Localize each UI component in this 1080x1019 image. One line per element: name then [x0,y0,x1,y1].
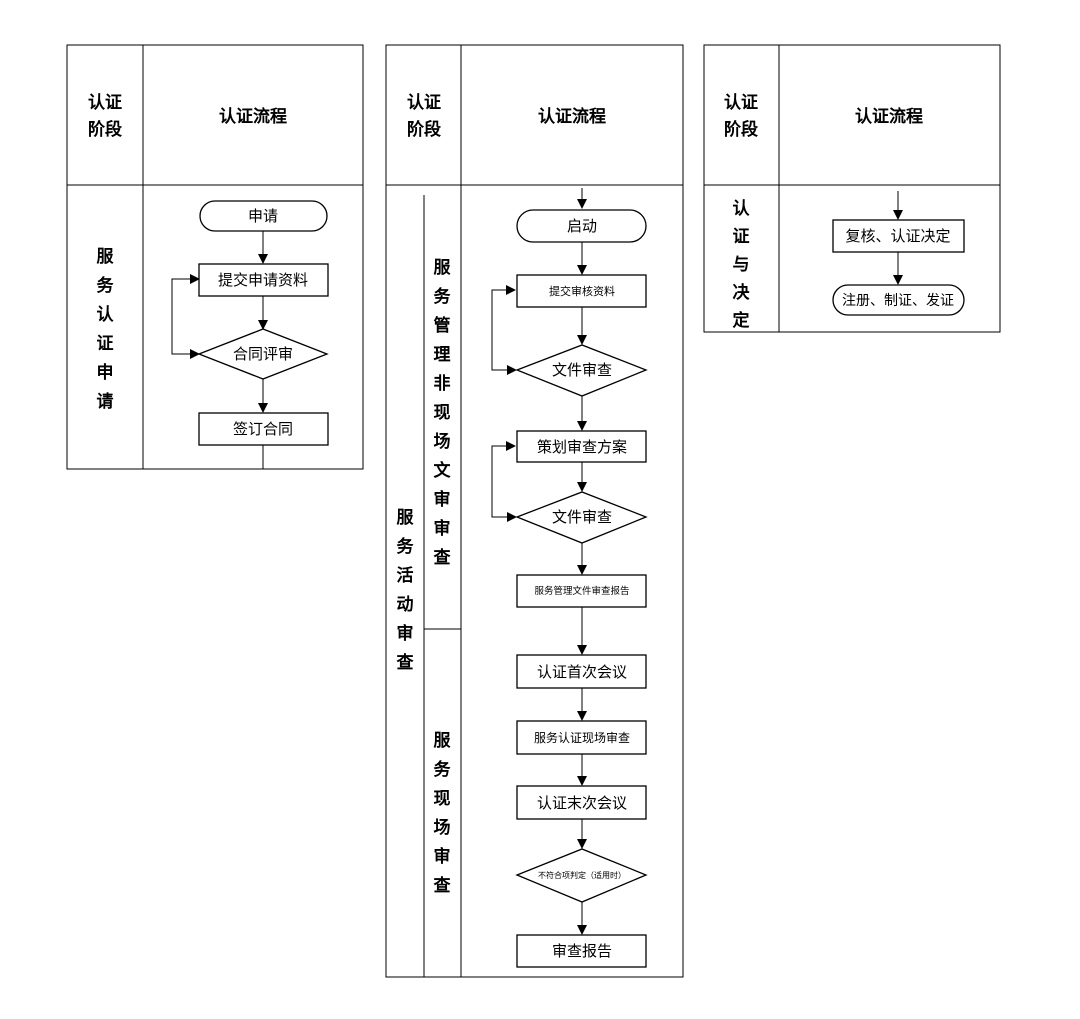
stage-char: 管 [434,315,451,336]
node-register-issue-label: 注册、制证、发证 [842,293,954,309]
node-first-meeting [516,654,647,689]
stage-char: 现 [434,789,451,809]
node-register-issue [832,284,965,316]
stage-char: 非 [434,373,451,394]
panel2-stage-sub2-label: 服 务 现 场 审 查 [433,731,452,896]
stage-char: 服 [97,247,115,267]
panel3-header-flow: 认证流程 [855,106,923,127]
node-doc-review-report-label: 服务管理文件审查报告 [534,585,629,597]
stage-char: 活 [397,565,414,586]
stage-char: 查 [433,547,452,568]
stage-char: 场 [434,818,451,838]
node-start-label: 启动 [567,217,597,235]
node-nonconformity-judgement-label: 不符合项判定（适用时） [538,870,626,880]
stage-char: 审 [397,623,414,644]
node-start [516,209,647,243]
stage-char: 认 [733,198,751,219]
stage-char: 服 [434,258,452,278]
node-audit-report [516,934,647,968]
stage-char: 请 [97,392,114,412]
panel2-frame [385,44,684,978]
panel-activity-review: 认证 阶段 认证流程 服 务 活 动 审 查 服 务 管 理 非 现 场 文 审… [385,44,684,978]
panel3-stage-label: 认 证 与 决 定 [733,198,751,331]
stage-char: 场 [434,432,451,452]
node-audit-report-label: 审查报告 [552,942,612,960]
stage-char: 文 [434,460,452,481]
panel1-header-stage-line2: 阶段 [88,119,122,140]
node-doc-review-2 [515,491,648,544]
stage-char: 审 [434,489,451,510]
node-recheck-decision-label: 复核、认证决定 [845,227,950,245]
node-onsite-audit-label: 服务认证现场审查 [534,730,630,745]
panel3-header-stage-line2: 阶段 [724,119,758,140]
node-plan-audit-label: 策划审查方案 [537,438,627,456]
node-apply-label: 申请 [248,207,278,225]
stage-char: 决 [733,282,751,303]
node-nonconformity-judgement [515,848,648,903]
panel1-stage-label: 服 务 认 证 申 请 [97,247,115,412]
node-last-meeting-label: 认证末次会议 [537,794,627,812]
stage-char: 务 [434,286,452,307]
stage-char: 动 [397,595,414,615]
panel3-header-stage-line1: 认证 [724,92,758,113]
panel-application: 认证 阶段 认证流程 服 务 认 证 申 请 申请 提交申请资料 合同评审 签订… [66,44,364,470]
node-onsite-audit [516,720,647,755]
panel2-header-stage-line1: 认证 [407,92,441,113]
node-submit-materials-label: 提交申请资料 [218,271,308,289]
node-contract-review [197,328,329,380]
panel2-header-stage-line2: 阶段 [407,119,441,140]
stage-char: 务 [397,536,415,557]
stage-char: 与 [733,255,750,275]
arrow-loop-review-to-submit [171,274,200,355]
node-plan-audit [516,430,647,463]
panel2-stage-outer-label: 服 务 活 动 审 查 [396,508,415,673]
node-submit-audit-materials [516,274,647,308]
panel-certification-decision: 认证 阶段 认证流程 认 证 与 决 定 复核、认证决定 注册、制证、发证 [703,44,1001,333]
panel1-header-flow: 认证流程 [219,106,287,127]
arrow-loop-docreview2-plan [491,441,517,518]
stage-char: 服 [434,731,452,751]
node-contract-review-label: 合同评审 [233,345,293,363]
stage-char: 认 [97,304,115,325]
stage-char: 查 [433,875,452,896]
stage-char: 理 [434,345,451,365]
stage-char: 服 [397,508,415,528]
node-doc-review-1 [515,344,648,397]
panel1-header-stage-line1: 认证 [88,92,122,113]
stage-char: 查 [396,652,415,673]
node-submit-materials [198,263,329,297]
arrow-loop-docreview1-submit [491,285,517,371]
node-doc-review-1-label: 文件审查 [552,361,612,379]
panel2-header-flow: 认证流程 [538,106,606,127]
node-sign-contract-label: 签订合同 [233,420,293,438]
panel1-frame [66,44,364,470]
node-doc-review-2-label: 文件审查 [552,508,612,526]
panel2-stage-sub1-label: 服 务 管 理 非 现 场 文 审 审 查 [433,258,452,568]
stage-char: 审 [434,518,451,539]
node-submit-audit-materials-label: 提交审核资料 [549,284,615,298]
stage-char: 申 [97,362,114,383]
stage-char: 务 [97,275,115,296]
node-last-meeting [516,785,647,820]
stage-char: 审 [434,846,451,867]
node-sign-contract [198,412,329,446]
stage-char: 证 [97,334,114,354]
stage-char: 证 [733,227,750,247]
node-recheck-decision [832,219,965,253]
panel3-frame [703,44,1001,333]
node-first-meeting-label: 认证首次会议 [537,663,627,681]
stage-char: 定 [733,310,750,331]
node-doc-review-report [516,574,647,608]
stage-char: 务 [434,759,452,780]
node-apply [199,200,328,232]
stage-char: 现 [434,403,451,423]
